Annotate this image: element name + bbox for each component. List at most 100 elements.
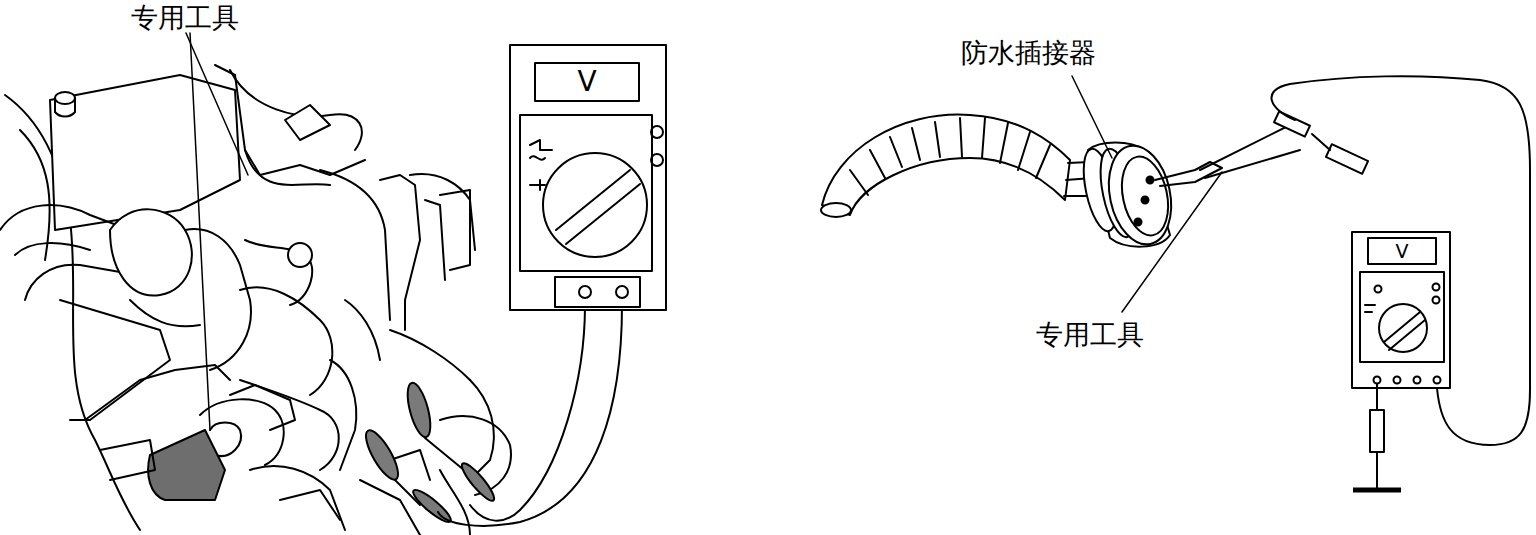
leader-line [1072, 76, 1222, 312]
voltmeter [651, 126, 663, 138]
voltmeter [1365, 305, 1375, 312]
engine-bay [245, 240, 312, 305]
voltmeter [651, 154, 663, 166]
engine-bay [15, 243, 90, 255]
engine-bay [230, 70, 362, 150]
engine-bay [245, 150, 330, 185]
leader-line [190, 33, 210, 430]
waterproof-connector [1100, 140, 1179, 250]
part-label: 防水插接器 [961, 39, 1096, 66]
engine-bay [330, 360, 356, 470]
engine-bay [55, 98, 75, 117]
engine-bay [280, 490, 340, 520]
voltmeter [1414, 377, 1421, 384]
voltmeter [1384, 312, 1425, 350]
test-lead [438, 305, 622, 526]
resistor-symbol [1376, 384, 1378, 410]
voltmeter [616, 286, 628, 298]
engine-bay [380, 175, 420, 330]
resistor-symbol [1376, 452, 1378, 488]
voltmeter [555, 277, 640, 307]
engine-bay [240, 380, 339, 470]
special-tool [1274, 111, 1310, 136]
waterproof-connector [1115, 152, 1175, 239]
wire-harness [821, 115, 1092, 217]
voltmeter [579, 286, 591, 298]
engine-bay [320, 170, 390, 320]
meter-display: V [1396, 242, 1409, 261]
engine-bay [390, 330, 470, 380]
engine-bay [0, 65, 511, 535]
waterproof-connector [1142, 197, 1149, 204]
voltmeter [1433, 284, 1440, 291]
engine-bay [425, 200, 445, 280]
voltmeter [520, 115, 652, 271]
resistor-symbol [1370, 384, 1384, 488]
voltmeter [1375, 286, 1382, 293]
test-probe [458, 460, 498, 504]
voltmeter [1434, 377, 1441, 384]
special-tool [1200, 125, 1290, 170]
voltmeter [1352, 232, 1450, 388]
engine-bay [230, 385, 295, 430]
engine-bay [110, 209, 192, 295]
engine-bay [148, 430, 225, 500]
ground-symbol [1353, 488, 1401, 493]
meter-display: V [577, 68, 596, 96]
engine-bay [240, 287, 332, 395]
engine-bay [470, 380, 494, 480]
engine-bay [288, 243, 312, 267]
voltmeter [1360, 272, 1444, 362]
waterproof-connector [1135, 219, 1142, 226]
voltmeter [1379, 304, 1427, 352]
special-tool [1155, 111, 1368, 186]
engine-bay [55, 92, 75, 104]
voltmeter [1394, 377, 1401, 384]
engine-bay [250, 466, 345, 530]
engine-bay [100, 440, 155, 480]
test-probe [360, 426, 404, 483]
engine-bay [285, 105, 330, 140]
voltmeter [510, 45, 666, 310]
special-tool [1312, 134, 1330, 150]
part-label: 专用工具 [131, 4, 239, 31]
wire-harness [822, 115, 1070, 215]
test-lead [1271, 76, 1530, 445]
test-probe [403, 381, 435, 440]
voltmeter [1433, 297, 1440, 304]
engine-bay [130, 300, 200, 326]
wire-harness [850, 118, 1050, 195]
special-tool [1205, 150, 1300, 178]
special-tool [1155, 162, 1222, 186]
engine-bay [360, 480, 420, 535]
voltmeter [1352, 232, 1450, 388]
special-tool [1326, 144, 1368, 174]
engine-bay [345, 300, 380, 360]
leader-line [1122, 172, 1222, 312]
waterproof-connector [1147, 177, 1154, 184]
resistor-symbol [1370, 410, 1384, 452]
engine-bay [185, 229, 251, 370]
test-lead [438, 305, 622, 526]
test-lead [1271, 76, 1530, 445]
voltmeter [530, 140, 552, 190]
voltmeter [566, 184, 640, 244]
leader-line [1072, 76, 1112, 158]
part-label: 专用工具 [1036, 321, 1144, 348]
engine-bay [20, 130, 50, 260]
leader-line [186, 33, 248, 175]
test-lead [470, 305, 585, 521]
test-probe [360, 381, 498, 526]
engine-bay [50, 75, 240, 230]
engine-bay [215, 65, 365, 175]
voltmeter [543, 153, 647, 257]
voltmeter [510, 45, 666, 310]
leader-line [186, 33, 248, 430]
engine-bay [60, 300, 170, 420]
voltmeter [1368, 238, 1436, 264]
waterproof-connector [1078, 140, 1180, 250]
voltmeter [535, 63, 639, 101]
ground-symbol [1353, 489, 1401, 491]
voltmeter [1374, 377, 1381, 384]
